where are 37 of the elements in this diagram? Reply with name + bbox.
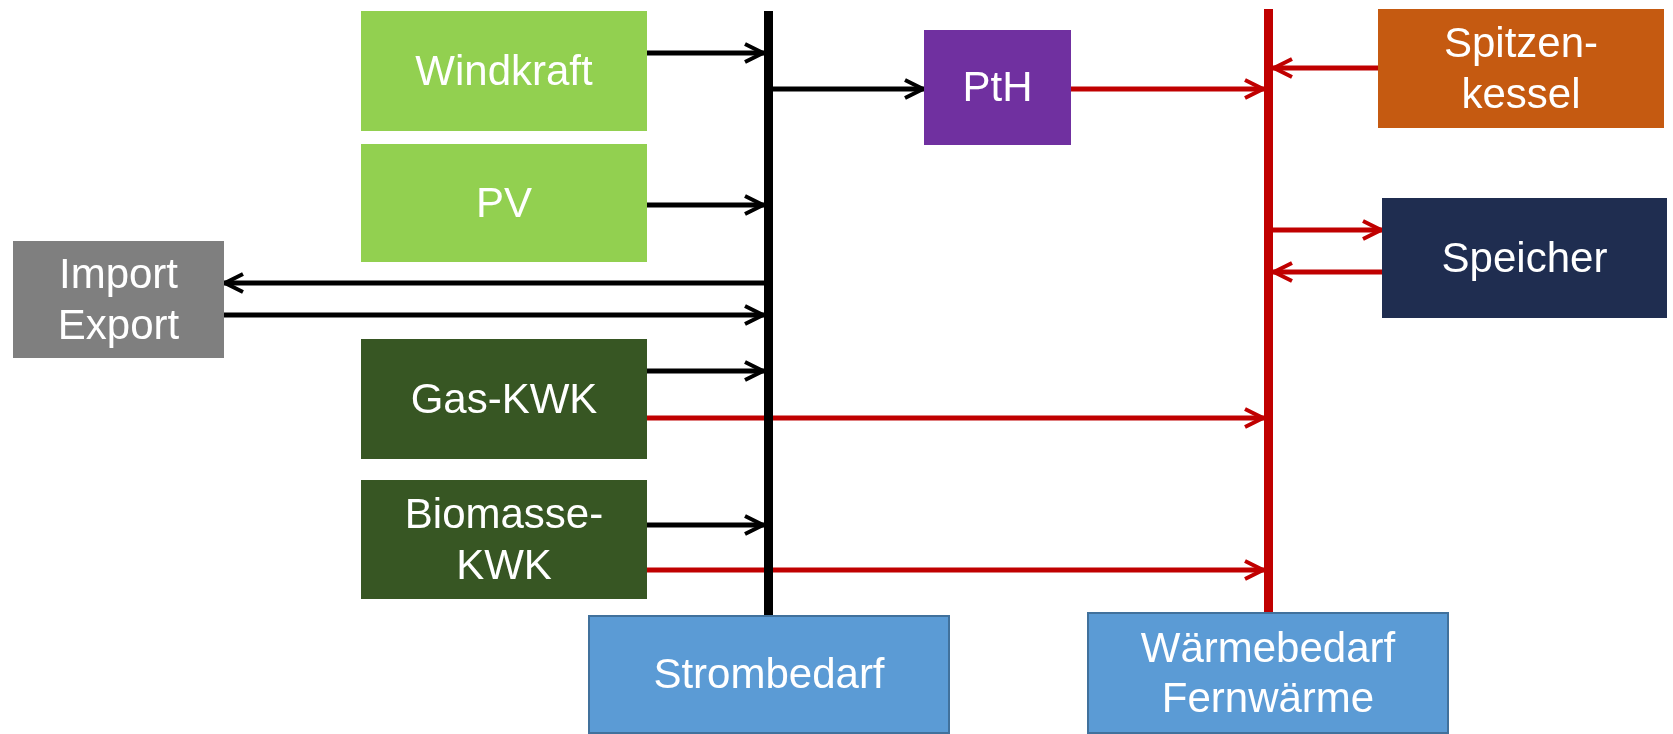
node-label: Windkraft [415,45,593,96]
arrow [647,194,765,216]
arrow [647,407,1265,429]
busbar [1264,9,1273,597]
node-label: PV [476,177,532,228]
arrow [1273,219,1383,241]
node-label: Gas-KWK [410,373,598,424]
arrow [647,559,1265,581]
source-box [361,11,647,131]
source-box [361,144,647,262]
arrow [1272,57,1378,79]
node-label: Import Export [56,249,181,350]
arrow [1071,78,1265,100]
arrow [773,78,925,100]
plant-box [361,480,647,599]
connector-line [764,600,773,615]
node-label: Speicher [1441,232,1608,283]
converter-box [924,30,1071,145]
arrow [1272,261,1382,283]
node-label: Spitzen- kessel [1442,18,1600,119]
arrow [223,272,764,294]
node-label: Biomasse- KWK [403,489,605,590]
arrow [647,514,765,536]
node-label: Strombedarf [653,649,885,700]
exchange-box [13,241,224,358]
storage-box [1382,198,1667,318]
plant-box [361,339,647,459]
node-label: Wärmebedarf Fernwärme [1139,622,1397,723]
demand-box [1087,612,1449,734]
arrow [647,42,765,64]
boiler-box [1378,9,1664,128]
arrow [224,304,765,326]
arrow [647,360,765,382]
connector-line [1264,597,1273,612]
node-label: PtH [962,62,1033,113]
busbar [764,11,773,600]
demand-box [588,615,950,734]
